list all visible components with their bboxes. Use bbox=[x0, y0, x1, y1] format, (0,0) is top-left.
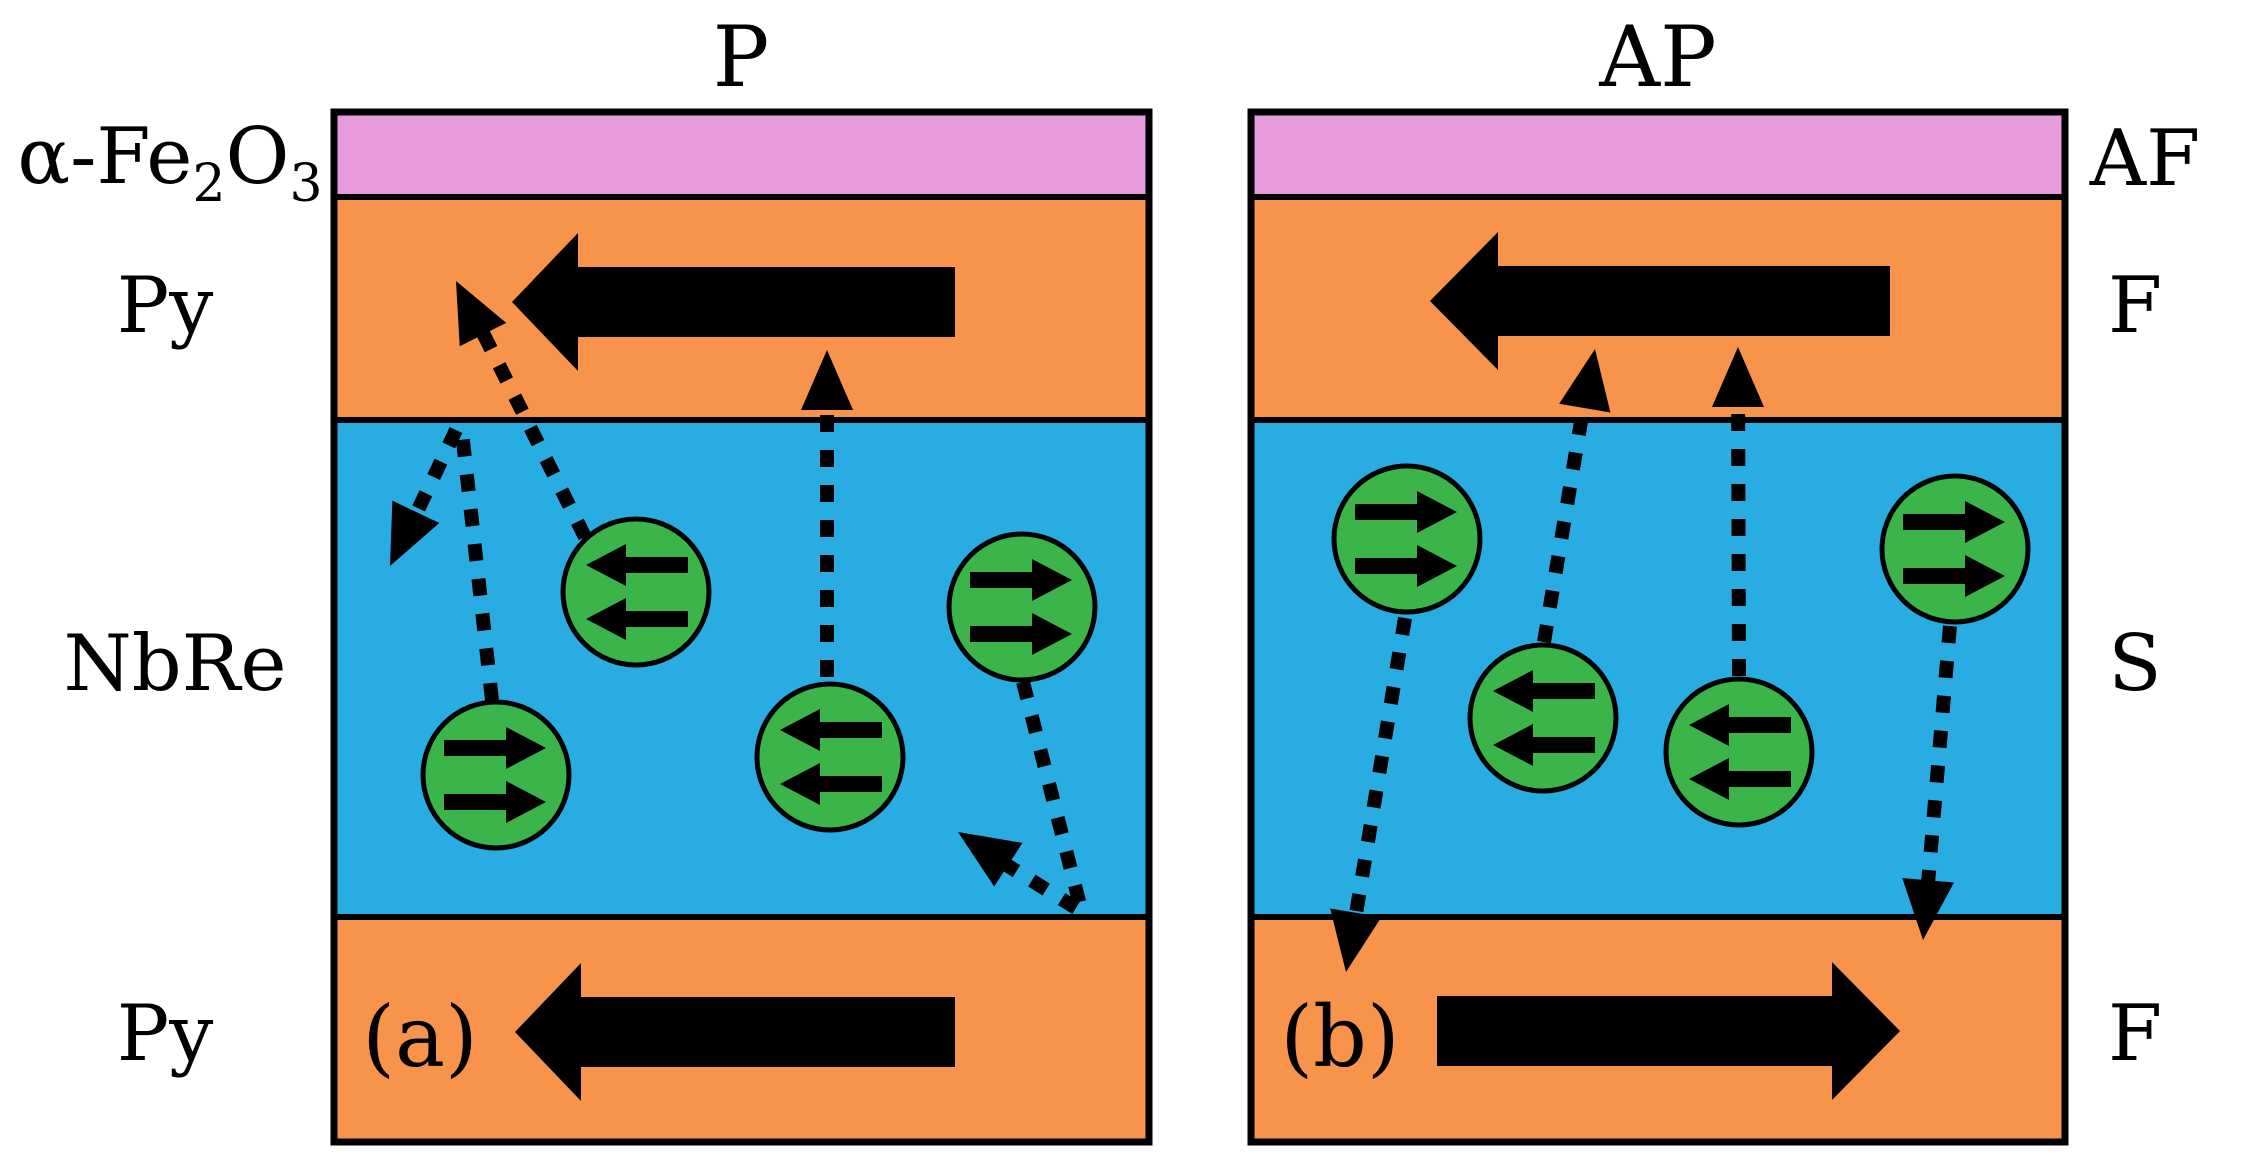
label-role-antiferromagnet: AF bbox=[2089, 114, 2200, 204]
cooper-pair-circle bbox=[420, 699, 572, 851]
cooper-pairs-left-panel bbox=[420, 516, 1098, 851]
cooper-pair-circle bbox=[1663, 676, 1815, 828]
cooper-pair-circle bbox=[1331, 463, 1483, 615]
layer-boundaries-right bbox=[1251, 194, 2065, 920]
magnetization-arrow-f-bottom-left-panel bbox=[515, 963, 955, 1101]
label-role-ferromagnet-top: F bbox=[2108, 261, 2162, 351]
cooper-pair-circle bbox=[1467, 642, 1619, 794]
label-material-ferromagnet-top: Py bbox=[117, 261, 214, 351]
magnetization-arrow-f-top-right-panel bbox=[1430, 232, 1890, 370]
label-role-ferromagnet-bottom: F bbox=[2108, 989, 2162, 1079]
cooper-pair-circle bbox=[754, 681, 906, 833]
magnetization-arrow-f-top-left-panel bbox=[512, 233, 955, 371]
panel-tag-b: (b) bbox=[1280, 988, 1399, 1086]
title-parallel: P bbox=[713, 8, 770, 106]
cooper-pair-circle bbox=[946, 531, 1098, 683]
trajectory-down-into-f bbox=[1919, 625, 1957, 907]
panel-border-right bbox=[1247, 108, 2069, 1146]
cooper-pair-circle bbox=[1879, 473, 2031, 625]
cooper-pairs-right-panel bbox=[1331, 463, 2031, 828]
panel-antiparallel: (b) bbox=[1247, 108, 2069, 1146]
layer-antiferromagnet-left bbox=[334, 112, 1149, 197]
layer-boundaries-left bbox=[334, 194, 1149, 920]
cooper-pair-circle bbox=[560, 516, 712, 668]
trajectory-transmitted-up-left bbox=[463, 303, 592, 541]
layer-antiferromagnet-right bbox=[1251, 112, 2065, 197]
label-role-superconductor: S bbox=[2108, 619, 2161, 709]
label-material-antiferromagnet: α-Fe2O3 bbox=[17, 112, 322, 214]
title-antiparallel: AP bbox=[1598, 8, 1716, 106]
trajectory-incident-up bbox=[455, 431, 499, 701]
panel-tag-a: (a) bbox=[362, 988, 478, 1086]
panel-border-left bbox=[330, 108, 1153, 1146]
trajectory-up-into-f bbox=[1537, 366, 1597, 644]
label-material-superconductor: NbRe bbox=[63, 619, 286, 709]
magnetization-arrow-f-bottom-right-panel bbox=[1437, 962, 1900, 1100]
panel-parallel: (a) bbox=[330, 108, 1153, 1146]
trajectory-incident-down-right bbox=[1016, 680, 1087, 907]
trajectory-up-into-f bbox=[1731, 367, 1746, 677]
label-material-ferromagnet-bottom: Py bbox=[117, 989, 214, 1079]
